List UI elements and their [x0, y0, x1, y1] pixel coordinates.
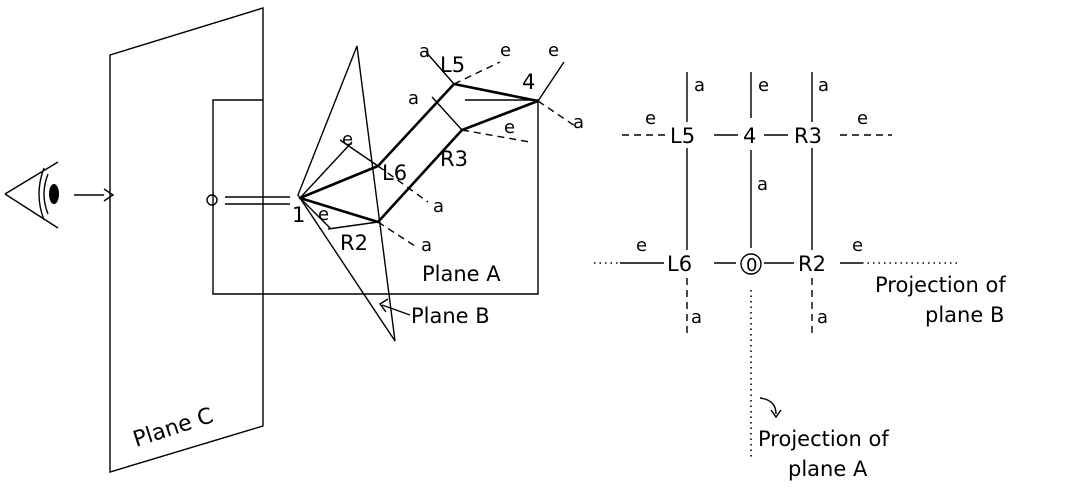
left-axis-a-label: a: [419, 41, 430, 62]
right-point-r3-label: R3: [794, 124, 822, 148]
right-axis-e-label: e: [636, 235, 647, 256]
eye-icon: [4, 161, 59, 229]
plane-b: [297, 45, 396, 342]
right-grid-lines: [594, 72, 958, 460]
right-axis-a-label: a: [817, 307, 828, 328]
left-axis-e-label: e: [318, 204, 329, 225]
right-point-l6-label: L6: [667, 252, 692, 276]
right-axis-a-label: a: [818, 75, 829, 96]
origin-marker: [206, 194, 218, 206]
left-axis-a-label: a: [433, 196, 444, 217]
right-axis-e-label: e: [758, 75, 769, 96]
right-axis-a-label: a: [691, 307, 702, 328]
left-axis-a-label: a: [573, 112, 584, 133]
projection-a-pointer-arrow: [759, 397, 782, 419]
right-point-4-label: 4: [743, 124, 756, 148]
right-axis-a-label: a: [694, 75, 705, 96]
projection-a-label-line2: plane A: [788, 457, 868, 481]
right-origin-label: 0: [746, 255, 757, 276]
left-axis-a-label: a: [421, 235, 432, 256]
left-point-4-label: 4: [522, 70, 535, 94]
right-point-r2-label: R2: [798, 252, 826, 276]
left-point-1-label: 1: [292, 203, 305, 227]
left-axis-e-label: e: [500, 40, 511, 61]
left-axis-a-label: a: [408, 88, 419, 109]
plane-a: [212, 99, 539, 295]
left-axis-lines: [299, 51, 576, 249]
projection-b-label-line2: plane B: [925, 303, 1004, 327]
plane-a-label: Plane A: [422, 262, 501, 286]
left-point-l5-label: L5: [440, 53, 465, 77]
left-axis-e-label: e: [548, 40, 559, 61]
viewing-direction-arrow: [74, 188, 115, 202]
right-axis-e-label: e: [645, 108, 656, 129]
right-axis-e-label: e: [852, 235, 863, 256]
projection-b-label-line1: Projection of: [875, 273, 1006, 297]
right-axis-a-label: a: [757, 174, 768, 195]
left-axis-e-label: e: [504, 117, 515, 138]
right-axis-e-label: e: [857, 108, 868, 129]
plane-c-label: Plane C: [130, 403, 216, 452]
left-point-l6-label: L6: [382, 161, 407, 185]
plane-b-label: Plane B: [411, 304, 490, 328]
left-point-r3-label: R3: [440, 147, 468, 171]
plane-c: [109, 7, 264, 473]
left-axis-e-label: e: [342, 129, 353, 150]
right-point-l5-label: L5: [670, 124, 695, 148]
left-point-r2-label: R2: [340, 231, 368, 255]
projection-a-label-line1: Projection of: [758, 427, 889, 451]
plane-b-pointer-arrow: [378, 298, 411, 316]
right-origin-marker: [740, 253, 762, 275]
